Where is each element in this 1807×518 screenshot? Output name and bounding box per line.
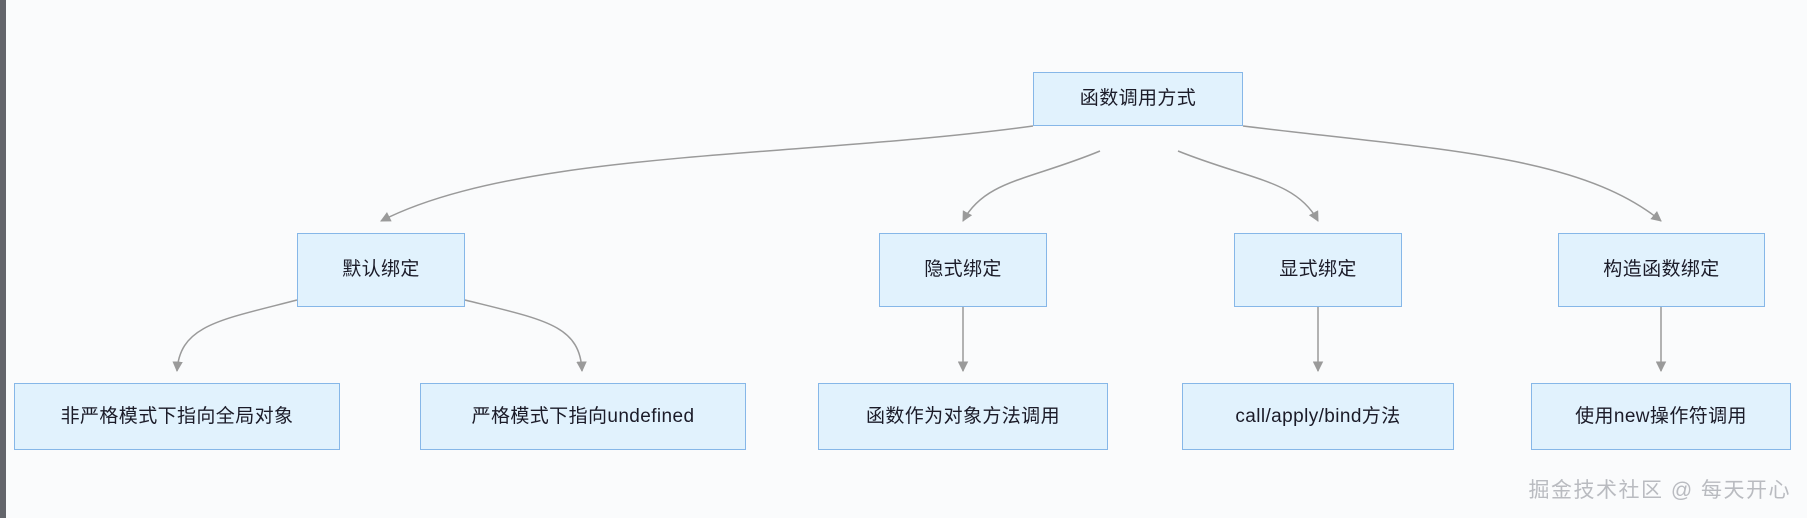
edge-root-to-explicit	[1177, 150, 1319, 222]
edge-root-to-constructor	[1242, 125, 1662, 222]
node-new-operator[interactable]: 使用new操作符调用	[1531, 383, 1791, 450]
node-root-label: 函数调用方式	[1079, 88, 1197, 110]
watermark-text: 掘金技术社区 @ 每天开心	[1528, 479, 1791, 502]
node-strict-undefined-label: 严格模式下指向undefined	[471, 405, 695, 427]
node-call-apply-bind-label: call/apply/bind方法	[1235, 405, 1401, 427]
node-new-operator-label: 使用new操作符调用	[1575, 405, 1747, 427]
node-implicit-binding[interactable]: 隐式绑定	[879, 233, 1047, 307]
edge-default-to-strict	[464, 299, 587, 373]
left-edge-gutter	[0, 0, 6, 518]
edge-root-to-default	[380, 125, 1034, 222]
node-root[interactable]: 函数调用方式	[1033, 72, 1243, 126]
node-call-apply-bind[interactable]: call/apply/bind方法	[1182, 383, 1454, 450]
node-explicit-binding-label: 显式绑定	[1279, 259, 1357, 281]
node-constructor-binding-label: 构造函数绑定	[1603, 259, 1720, 281]
node-nonstrict-global-object[interactable]: 非严格模式下指向全局对象	[14, 383, 340, 450]
edge-root-to-implicit	[962, 150, 1101, 222]
node-implicit-binding-label: 隐式绑定	[924, 259, 1002, 281]
node-function-as-object-method[interactable]: 函数作为对象方法调用	[818, 383, 1108, 450]
edge-default-to-nonstrict	[172, 299, 298, 373]
node-constructor-binding[interactable]: 构造函数绑定	[1558, 233, 1765, 307]
node-default-binding[interactable]: 默认绑定	[297, 233, 465, 307]
node-nonstrict-global-object-label: 非严格模式下指向全局对象	[60, 405, 294, 427]
node-default-binding-label: 默认绑定	[342, 259, 420, 281]
node-explicit-binding[interactable]: 显式绑定	[1234, 233, 1402, 307]
node-strict-undefined[interactable]: 严格模式下指向undefined	[420, 383, 746, 450]
node-function-as-object-method-label: 函数作为对象方法调用	[865, 405, 1060, 427]
